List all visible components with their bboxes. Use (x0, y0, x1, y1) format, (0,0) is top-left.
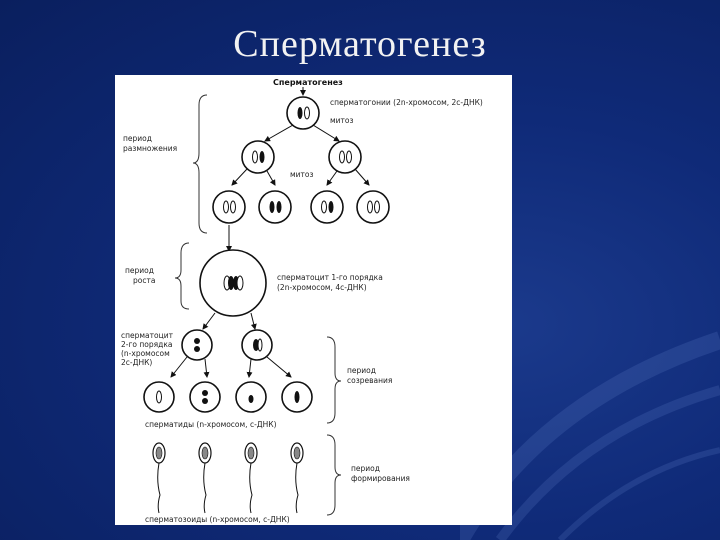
period-reproduction-brace (192, 94, 208, 234)
chromosome (236, 275, 244, 291)
arrow (231, 168, 248, 186)
chromosome (339, 150, 345, 164)
arrow (354, 168, 370, 186)
arrow (250, 312, 257, 330)
chromosome (259, 151, 265, 163)
label-mitosis-2: митоз (290, 170, 313, 179)
slide-title: Сперматогенез (233, 23, 487, 65)
chromosome (321, 200, 327, 214)
label-spermatogonia: сперматогонии (2n-хромосом, 2c-ДНК) (330, 98, 483, 107)
arrow (264, 124, 294, 142)
period-formation-brace (326, 434, 342, 516)
chromosome (156, 390, 162, 404)
chromosome (269, 201, 275, 213)
spermatozoon (244, 442, 258, 514)
chromosome (223, 200, 229, 214)
label-period-formation: период формирования (351, 464, 410, 483)
label-mitosis-1: митоз (330, 116, 353, 125)
label-primary-spermatocyte: сперматоцит 1-го порядка (2n-хромосом, 4… (277, 273, 385, 292)
spermatogonium-cell (286, 96, 320, 130)
chromosome (194, 338, 200, 344)
period-growth-brace (174, 242, 190, 310)
label-secondary-spermatocyte: сперматоцит 2-го порядка (n-хромосом 2c-… (121, 331, 175, 367)
chromosome (304, 106, 310, 120)
spermatogonium-cell (258, 190, 292, 224)
chromosome (297, 107, 303, 119)
chromosome (202, 390, 208, 396)
arrow (203, 358, 210, 378)
arrow (326, 170, 338, 186)
chromosome (230, 200, 236, 214)
chromosome (374, 200, 380, 214)
arrow (312, 124, 340, 142)
chromosome (202, 398, 208, 404)
spermatid-cell (189, 381, 221, 413)
label-period-growth: период роста (125, 266, 156, 285)
diagram-canvas: Сперматогенез сперматогонии (2n-хромосом… (121, 78, 483, 524)
label-spermatids: сперматиды (n-хромосом, c-ДНК) (145, 420, 277, 429)
secondary-spermatocyte-cell (181, 329, 213, 361)
label-spermatozoa: сперматозоиды (n-хромосом, c-ДНК) (145, 515, 290, 524)
spermatogenesis-diagram: Сперматогенез сперматогонии (2n-хромосом… (115, 75, 512, 525)
chromosome (253, 339, 259, 351)
spermatozoon (290, 442, 304, 514)
chromosome (328, 201, 334, 213)
chromosome (294, 391, 300, 403)
arrow (266, 170, 276, 186)
diagram-heading: Сперматогенез (273, 78, 343, 87)
period-maturation-brace (326, 336, 342, 424)
chromosome (367, 200, 373, 214)
arrow (202, 312, 216, 330)
label-period-reproduction: период размножения (123, 134, 177, 153)
chromosome (194, 346, 200, 352)
chromosome (228, 276, 234, 290)
chromosome (257, 338, 263, 352)
arrow (266, 356, 292, 378)
chromosome (276, 201, 282, 213)
chromosome (248, 395, 254, 403)
spermatozoon (198, 442, 212, 514)
label-period-maturation: период созревания (347, 366, 392, 385)
spermatozoon (152, 442, 166, 514)
chromosome (252, 150, 258, 164)
chromosome (346, 150, 352, 164)
arrow (170, 356, 188, 378)
arrow (246, 358, 253, 378)
